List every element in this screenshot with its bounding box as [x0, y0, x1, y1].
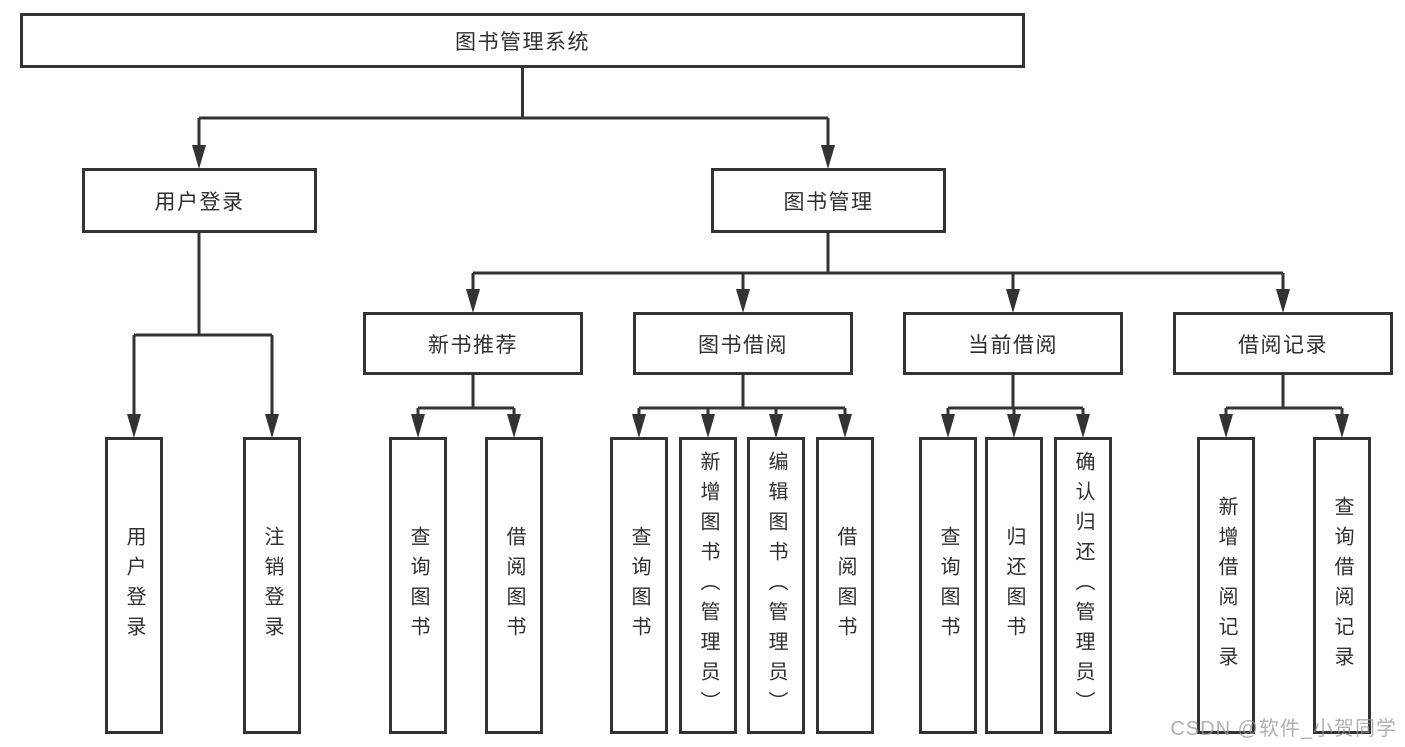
leaf-user-login: 用户登录	[105, 437, 163, 734]
leaf-add-borrow-record: 新增借阅记录	[1197, 437, 1255, 734]
leaf-query-books-borrow: 查询图书	[610, 437, 668, 734]
connector-newbook-to-leaves	[416, 375, 516, 415]
leaf-borrow-books-recommend: 借阅图书	[485, 437, 543, 734]
arrowhead-icon	[769, 414, 783, 438]
arrowhead-icon	[127, 414, 141, 438]
arrowhead-icon	[941, 414, 955, 438]
node-current-borrow: 当前借阅	[903, 312, 1123, 375]
arrowhead-icon	[632, 414, 646, 438]
arrowhead-icon	[1335, 414, 1349, 438]
connector-root-to-level2	[197, 68, 830, 146]
connector-userlogin-to-leaves	[132, 233, 274, 415]
connector-currentborrow-to-leaves	[946, 375, 1085, 415]
connector-bookborrow-to-leaves	[637, 375, 847, 415]
leaf-borrow-books-borrow: 借阅图书	[816, 437, 874, 734]
arrowhead-icon	[192, 145, 206, 169]
arrowhead-icon	[1076, 414, 1090, 438]
arrowhead-icon	[701, 414, 715, 438]
leaf-add-book-admin: 新增图书（管理员）	[679, 437, 737, 734]
node-root: 图书管理系统	[20, 13, 1025, 68]
connector-borrowrecords-to-leaves	[1224, 375, 1344, 415]
arrowhead-icon	[411, 414, 425, 438]
leaf-return-book: 归还图书	[985, 437, 1043, 734]
node-user-login: 用户登录	[82, 168, 317, 233]
leaf-query-books-recommend: 查询图书	[389, 437, 447, 734]
arrowhead-icon	[466, 289, 480, 313]
node-book-management: 图书管理	[711, 168, 946, 233]
arrowhead-icon	[736, 289, 750, 313]
leaf-query-borrow-record: 查询借阅记录	[1313, 437, 1371, 734]
node-book-borrow: 图书借阅	[633, 312, 853, 375]
arrowhead-icon	[507, 414, 521, 438]
arrowhead-icon	[1276, 289, 1290, 313]
arrowhead-icon	[838, 414, 852, 438]
node-borrow-records: 借阅记录	[1173, 312, 1393, 375]
leaf-confirm-return-admin: 确认归还（管理员）	[1054, 437, 1112, 734]
arrowhead-icon	[265, 414, 279, 438]
connector-bookmgmt-to-level3	[471, 233, 1285, 290]
arrowhead-icon	[1007, 414, 1021, 438]
leaf-query-books-current: 查询图书	[919, 437, 977, 734]
watermark-text: CSDN @软件_小贺同学	[1170, 718, 1397, 740]
leaf-logout-login: 注销登录	[243, 437, 301, 734]
node-new-book-recommend: 新书推荐	[363, 312, 583, 375]
arrowhead-icon	[821, 145, 835, 169]
arrowhead-icon	[1219, 414, 1233, 438]
arrowhead-icon	[1006, 289, 1020, 313]
leaf-edit-book-admin: 编辑图书（管理员）	[747, 437, 805, 734]
